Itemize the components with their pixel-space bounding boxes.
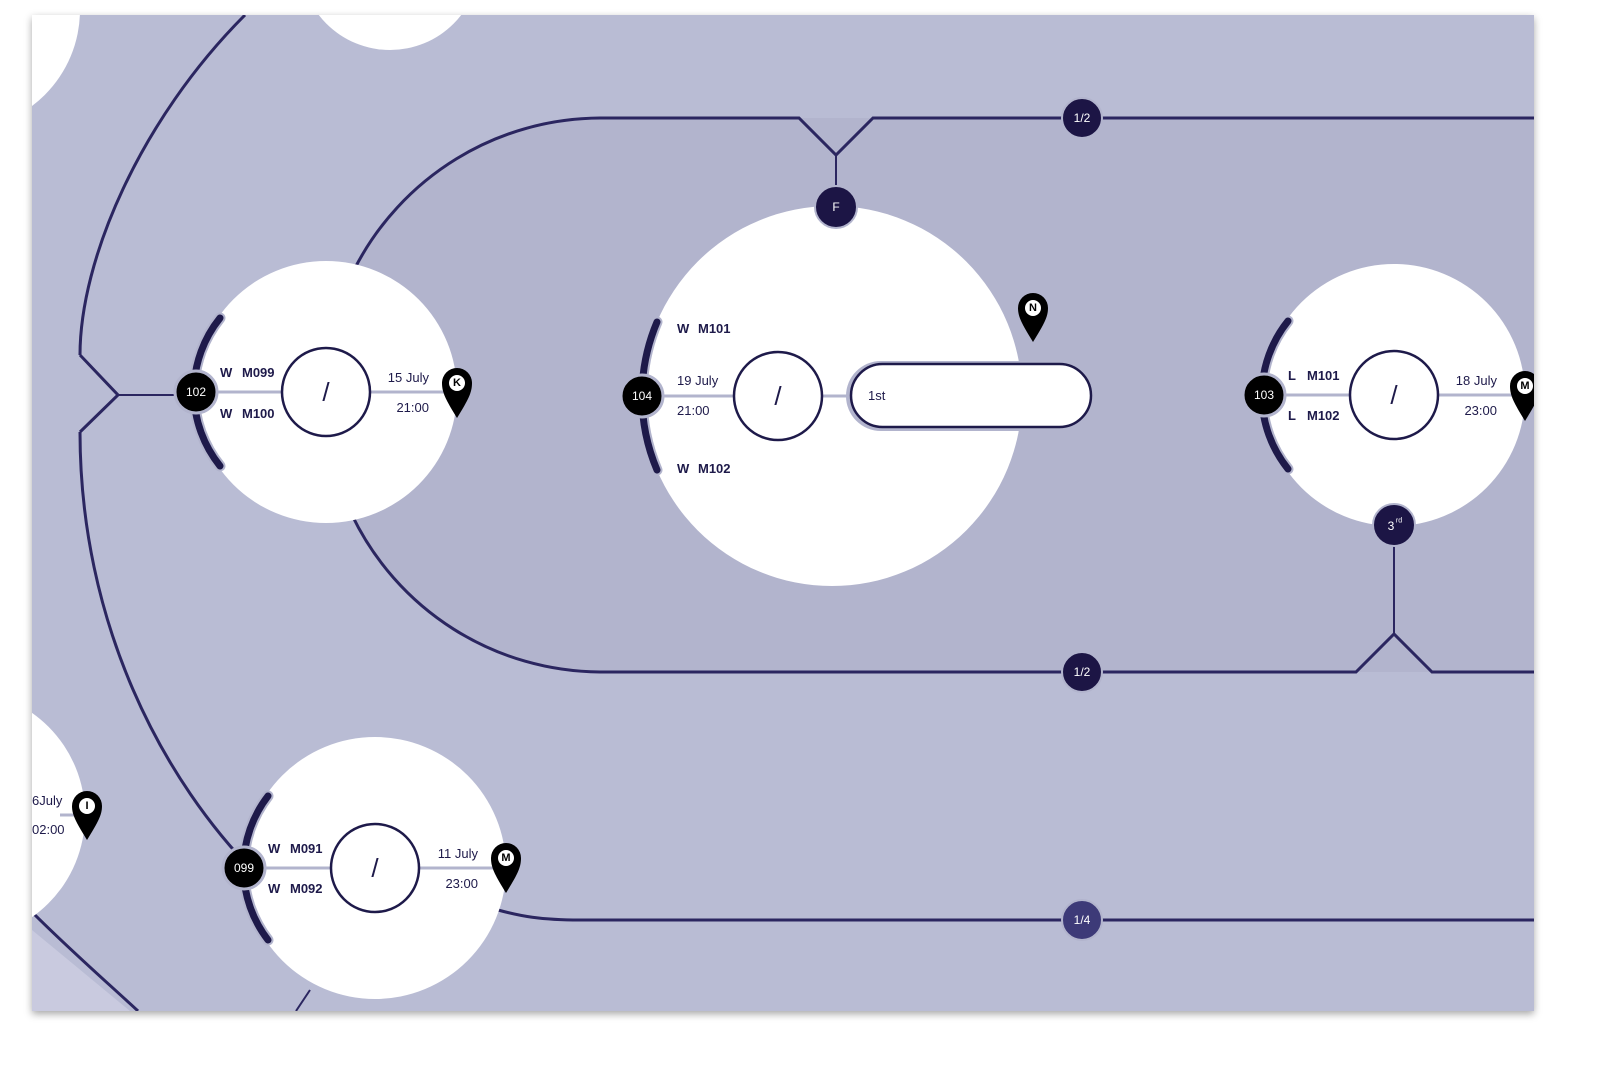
- match-103-score: /: [1390, 380, 1398, 410]
- match-104-team-b-result: W: [677, 461, 690, 476]
- match-103-id-badge: [1241, 372, 1287, 418]
- svg-text:M: M: [1520, 380, 1529, 392]
- match-099-score: /: [371, 853, 379, 883]
- match-104-score-ring[interactable]: [732, 350, 824, 442]
- final-lane-top-line: [353, 116, 1534, 269]
- match-partial-topleft-card: [32, 15, 80, 106]
- venue-pin-icon: K: [442, 368, 472, 418]
- stage-badge-bottom: 1/2: [1061, 651, 1103, 693]
- match-102-team-a-result: W: [220, 365, 233, 380]
- lower-left-region: [32, 930, 130, 1011]
- match-102-id-badge: [173, 369, 219, 415]
- match-102-score-ring[interactable]: [280, 346, 372, 438]
- match-102-team-b: M100: [242, 406, 275, 421]
- lower-connector: [295, 989, 311, 1011]
- outer-arc-top: [78, 15, 247, 356]
- winner-label: 1st: [868, 388, 886, 403]
- venue-pin-icon: N: [1018, 293, 1048, 342]
- match-099-id-badge: [221, 845, 267, 891]
- svg-text:1/4: 1/4: [1074, 913, 1091, 927]
- match-099-date: 11 July: [438, 846, 479, 861]
- match-104-team-a: M101: [698, 321, 731, 336]
- match-104[interactable]: W M101 19 July 21:00 W M102 / 1st 104 N …: [619, 185, 1096, 586]
- winner-pill[interactable]: [849, 362, 1093, 429]
- match-103-time: 23:00: [1464, 403, 1497, 418]
- stage-badge-top: 1/2: [1061, 97, 1103, 139]
- svg-text:F: F: [832, 200, 839, 214]
- match-103-date: 18 July: [1456, 373, 1498, 388]
- match-104-time: 21:00: [677, 403, 710, 418]
- venue-pin-icon: I: [72, 791, 102, 840]
- svg-text:M: M: [501, 852, 510, 864]
- match-104-date: 19 July: [677, 373, 719, 388]
- svg-text:K: K: [453, 377, 461, 389]
- svg-text:099: 099: [234, 861, 254, 875]
- match-099-team-a-result: W: [268, 841, 281, 856]
- match-099-team-b: M092: [290, 881, 323, 896]
- match-103-team-a-result: L: [1288, 368, 1296, 383]
- match-099-time: 23:00: [445, 876, 478, 891]
- svg-text:104: 104: [632, 389, 652, 403]
- match-102-date: 15 July: [388, 370, 430, 385]
- match-103-score-ring[interactable]: [1348, 349, 1440, 441]
- match-104-team-b: M102: [698, 461, 731, 476]
- venue-pin-icon: M: [1510, 371, 1534, 421]
- outer-arc-bottom: [78, 431, 264, 882]
- match-104-team-a-result: W: [677, 321, 690, 336]
- match-103-team-b-result: L: [1288, 408, 1296, 423]
- match-partial[interactable]: 6July 02:00 I: [32, 791, 102, 840]
- match-099-team-b-result: W: [268, 881, 281, 896]
- match-partial-top-card: [318, 15, 462, 50]
- stage-badge-quarter: 1/4: [1061, 899, 1103, 941]
- match-partial-left-card: [32, 712, 85, 918]
- svg-text:102: 102: [186, 385, 206, 399]
- final-badge: [814, 185, 858, 229]
- match-099-team-a: M091: [290, 841, 323, 856]
- svg-text:rd: rd: [1396, 518, 1402, 525]
- match-102-team-a: M099: [242, 365, 275, 380]
- match-099[interactable]: W M091 W M092 / 11 July 23:00 099 M: [221, 737, 521, 999]
- match-099-score-ring[interactable]: [329, 822, 421, 914]
- match-102-time: 21:00: [396, 400, 429, 415]
- svg-text:I: I: [85, 800, 88, 812]
- lower-arc: [32, 910, 140, 1011]
- match-103[interactable]: L M101 L M102 / 18 July 23:00 103 M 3 rd: [1241, 264, 1540, 547]
- match-104-id-badge: [619, 373, 665, 419]
- match-103-team-b: M102: [1307, 408, 1340, 423]
- svg-text:N: N: [1029, 302, 1037, 314]
- svg-text:1/2: 1/2: [1074, 111, 1091, 125]
- match-104-score: /: [774, 381, 782, 411]
- match-partial-date: 6July: [32, 793, 63, 808]
- quarter-lane-line: [497, 908, 1534, 922]
- final-lane-bottom-line: [350, 514, 1534, 674]
- venue-pin-icon: M: [491, 843, 521, 893]
- match-103-team-a: M101: [1307, 368, 1340, 383]
- svg-text:103: 103: [1254, 388, 1274, 402]
- svg-text:3: 3: [1388, 519, 1395, 533]
- match-102[interactable]: W M099 W M100 / 15 July 21:00 102 K: [173, 261, 472, 523]
- match-partial-time: 02:00: [32, 822, 65, 837]
- third-place-badge: [1372, 503, 1416, 547]
- match-102-team-b-result: W: [220, 406, 233, 421]
- svg-text:1/2: 1/2: [1074, 665, 1091, 679]
- match-102-score: /: [322, 377, 330, 407]
